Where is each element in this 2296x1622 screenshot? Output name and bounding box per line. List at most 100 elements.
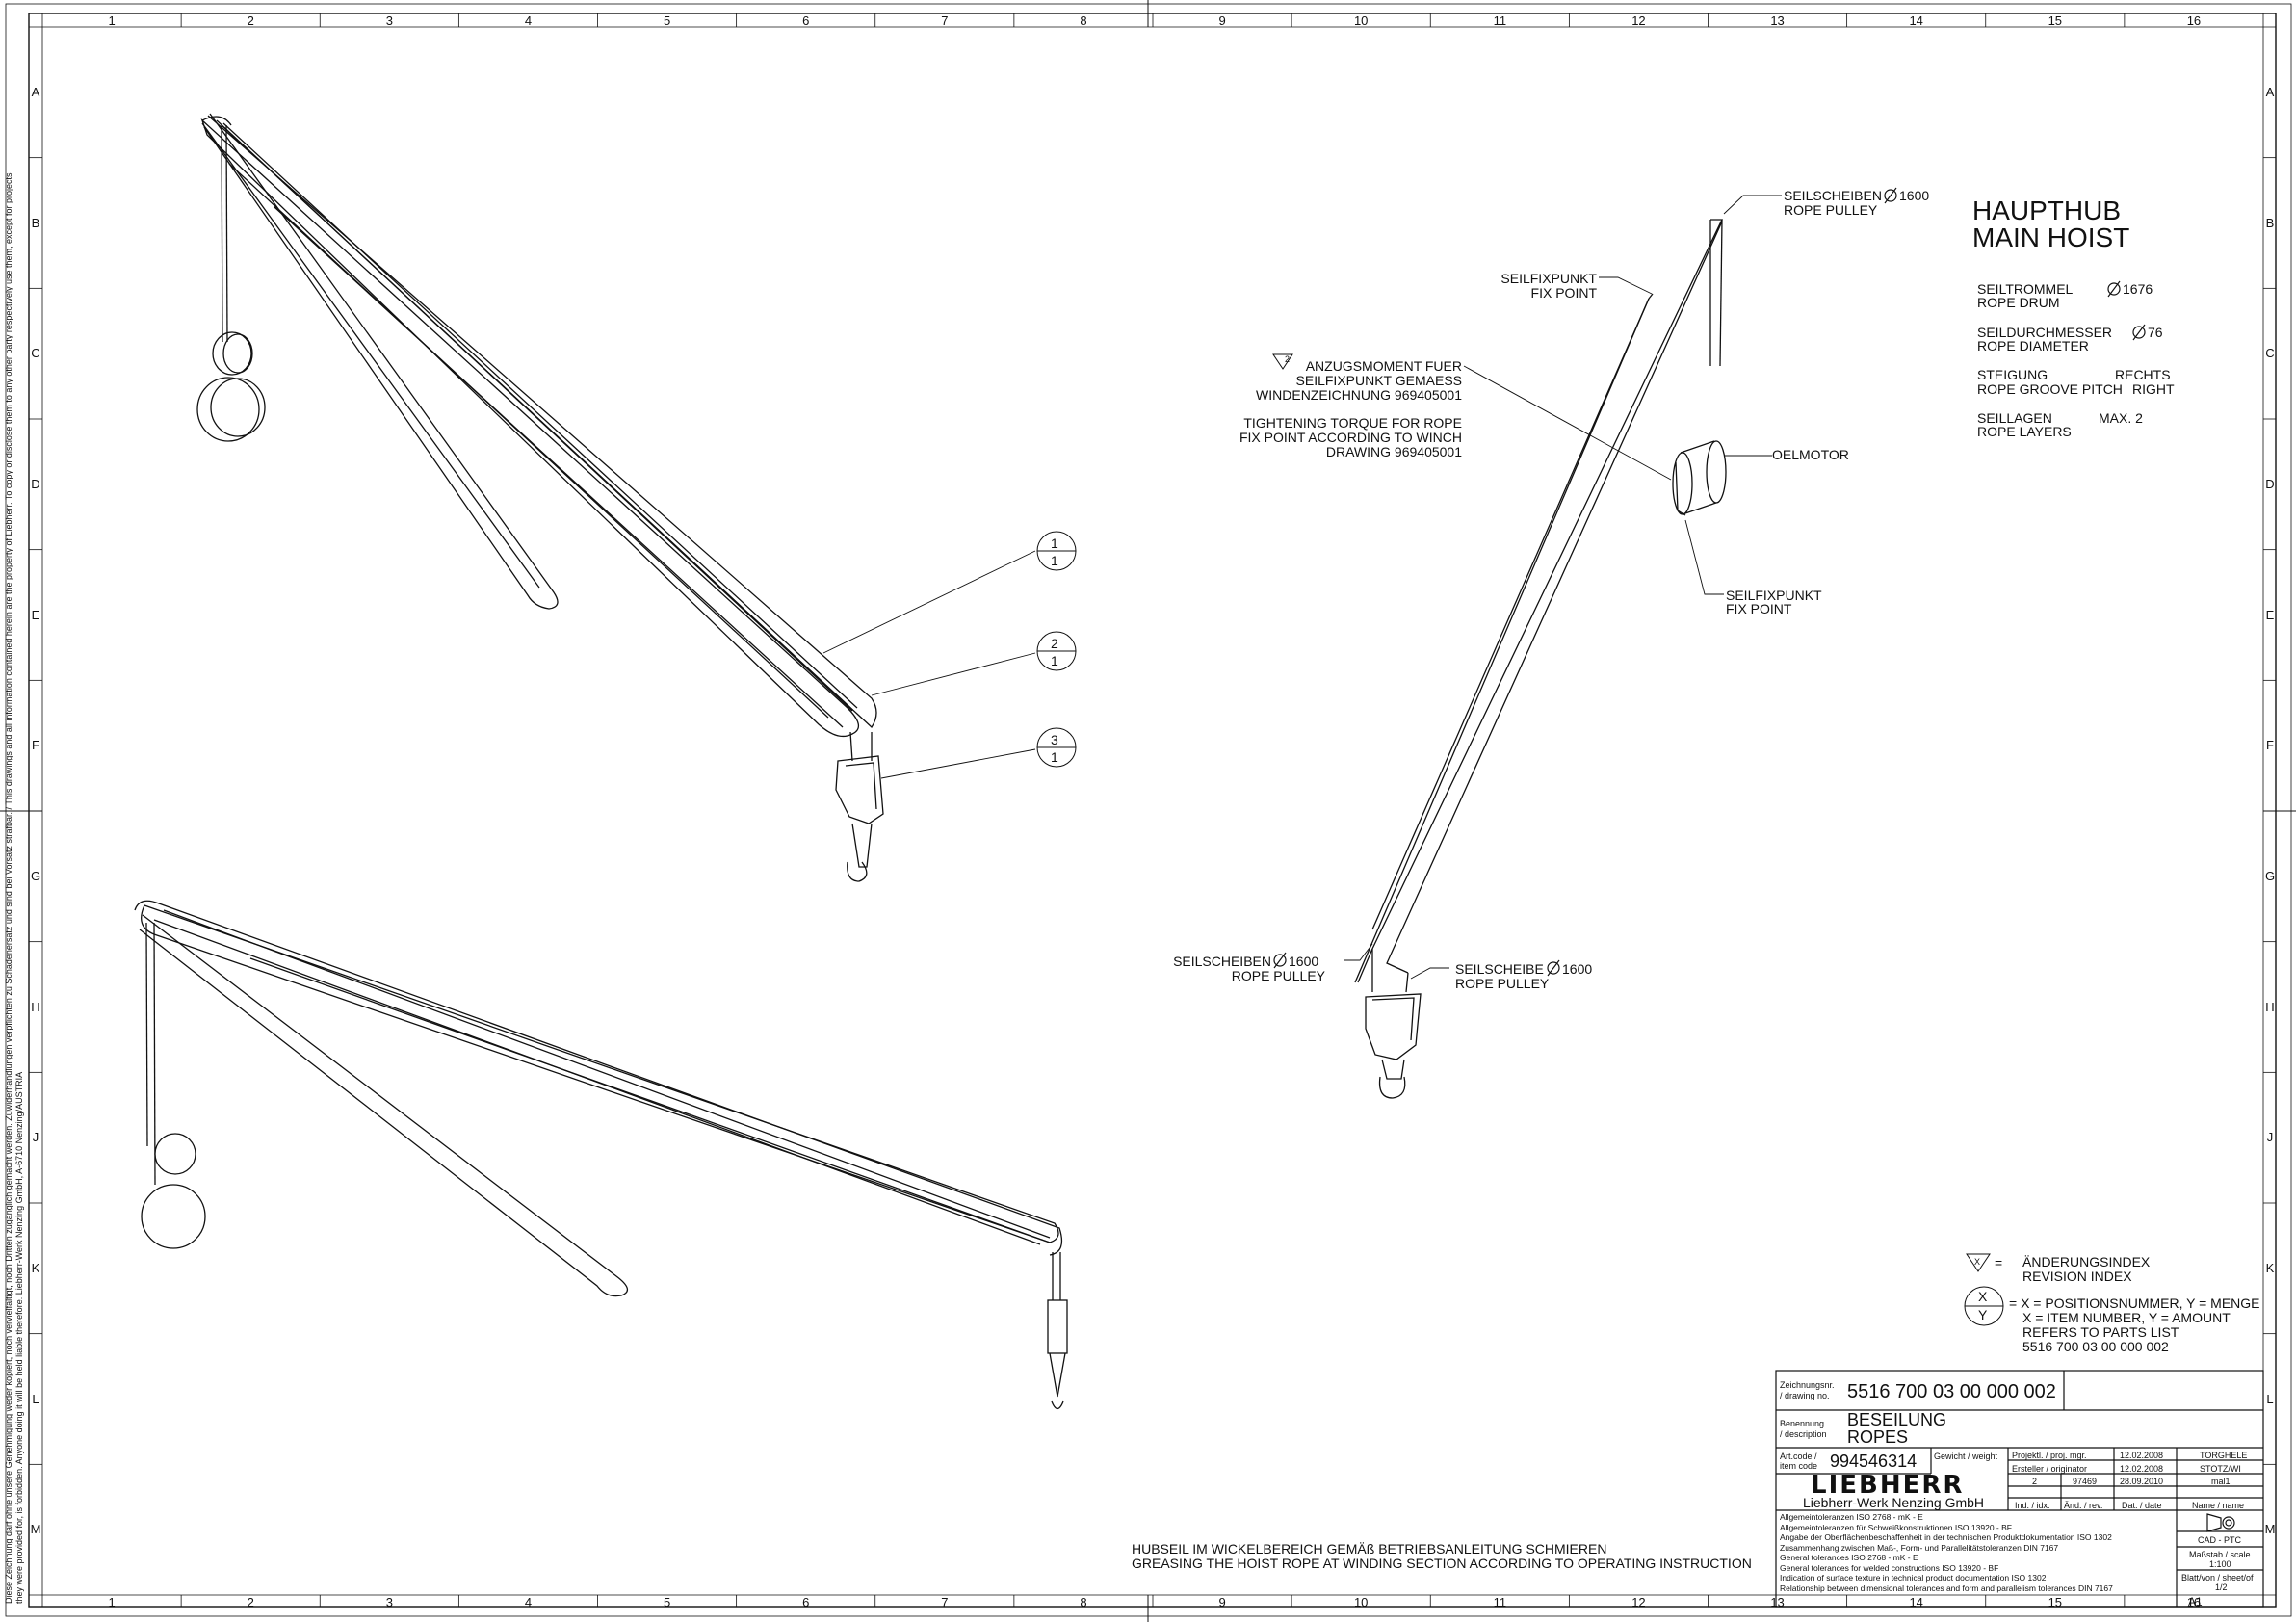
column-label-top: 2	[247, 13, 254, 28]
column-label-top: 10	[1353, 13, 1369, 28]
row-label-left: K	[31, 1260, 40, 1275]
drawing-no-label-1: Zeichnungsnr.	[1780, 1380, 1835, 1390]
fixpoint-bottom-de: SEILFIXPUNKT	[1726, 588, 1822, 603]
row-revision-index: 2	[2032, 1477, 2038, 1486]
row-label-right: B	[2265, 215, 2275, 230]
column-label-bottom: 10	[1353, 1595, 1369, 1609]
column-label-top: 5	[663, 13, 671, 28]
projection-icon	[2206, 1513, 2235, 1532]
row-label-left: J	[32, 1130, 39, 1145]
header-revision: Änd. / rev.	[2064, 1501, 2103, 1510]
tolerance-line: Zusammenhang zwischen Maß-, Form- und Pa…	[1780, 1542, 2059, 1553]
leader-lines	[822, 195, 1782, 980]
cad-system: CAD - PTC	[2198, 1535, 2241, 1545]
spec-pitch-value-en: RIGHT	[2132, 381, 2175, 397]
column-label-top: 6	[802, 13, 810, 28]
pulley-right-en: ROPE PULLEY	[1455, 976, 1550, 991]
company-name: Liebherr-Werk Nenzing GmbH	[1803, 1495, 1985, 1510]
column-label-bottom: 16	[2186, 1595, 2202, 1609]
row-proj-mgr-label: Projektl. / proj. mgr.	[2012, 1451, 2087, 1460]
column-label-top: 7	[941, 13, 949, 28]
balloon-2-item: 2	[1051, 636, 1058, 651]
torque-en-1: TIGHTENING TORQUE FOR ROPE	[1243, 415, 1462, 431]
row-label-left: B	[31, 215, 40, 230]
fixpoint-top-en: FIX POINT	[1530, 285, 1597, 301]
spec-diameter-de: SEILDURCHMESSER	[1977, 325, 2113, 340]
row-label-right: J	[2266, 1130, 2274, 1145]
fixpoint-bottom-en: FIX POINT	[1726, 601, 1792, 616]
column-label-bottom: 13	[1770, 1595, 1785, 1609]
greasing-note-en: GREASING THE HOIST ROPE AT WINDING SECTI…	[1132, 1556, 1752, 1571]
row-label-right: F	[2266, 738, 2274, 753]
weight-label: Gewicht / weight	[1934, 1452, 1998, 1461]
balloon-2-amount: 1	[1051, 653, 1058, 668]
balloon-1-amount: 1	[1051, 553, 1058, 568]
header-index: Ind. / idx.	[2015, 1501, 2050, 1510]
row-label-right: G	[2264, 868, 2276, 883]
legend-position-line-1: = X = POSITIONSNUMMER, Y = MENGE	[2009, 1295, 2260, 1311]
description-label-2: / description	[1780, 1429, 1827, 1439]
pulley-top-dia: 1600	[1899, 188, 1930, 203]
row-label-right: E	[2265, 607, 2275, 622]
column-label-bottom: 2	[247, 1595, 254, 1609]
row-label-left: H	[31, 999, 40, 1014]
pulleys-left-en: ROPE PULLEY	[1231, 968, 1325, 983]
title-en: MAIN HOIST	[1972, 222, 2130, 252]
spec-diameter-value: 76	[2148, 325, 2163, 340]
column-label-top: 4	[524, 13, 533, 28]
tolerance-line: Indication of surface texture in technic…	[1780, 1573, 2047, 1583]
column-label-top: 9	[1218, 13, 1226, 28]
boom-view-bottom-left	[134, 900, 1068, 1410]
balloons	[1036, 531, 2004, 1326]
drawing-no-label-2: / drawing no.	[1780, 1391, 1830, 1400]
row-label-left: L	[32, 1391, 39, 1406]
spec-layers-de: SEILLAGEN	[1977, 410, 2052, 426]
legend-revision-de: ÄNDERUNGSINDEX	[2022, 1254, 2151, 1269]
title-de: HAUPTHUB	[1972, 196, 2122, 225]
legend-revision-symbol: X	[1974, 1257, 1981, 1267]
balloon-3-amount: 1	[1051, 749, 1058, 765]
scale-label: Maßstab / scale	[2189, 1550, 2251, 1559]
balloon-1-item: 1	[1051, 536, 1058, 551]
row-originator-name: STOTZ/WI	[2200, 1464, 2241, 1474]
column-label-top: 8	[1080, 13, 1087, 28]
diameter-symbols	[1273, 187, 2146, 977]
column-label-bottom: 14	[1909, 1595, 1923, 1609]
spec-pitch-de: STEIGUNG	[1977, 367, 2048, 382]
tolerance-line: Angabe der Oberflächenbeschaffenheit in …	[1780, 1532, 2112, 1542]
pulleys-left-de: SEILSCHEIBEN	[1173, 954, 1271, 969]
row-label-left: A	[31, 84, 40, 99]
column-label-bottom: 3	[385, 1595, 393, 1609]
balloon-3-item: 3	[1051, 732, 1058, 747]
torque-de-1: ANZUGSMOMENT FUER	[1305, 358, 1462, 374]
legend-position-line-3: REFERS TO PARTS LIST	[2022, 1324, 2179, 1340]
pulleys-left-dia: 1600	[1289, 954, 1319, 969]
spec-pitch-en: ROPE GROOVE PITCH	[1977, 381, 2123, 397]
row-revision-number: 97469	[2073, 1477, 2098, 1486]
column-label-top: 15	[2048, 13, 2063, 28]
pulley-top-en: ROPE PULLEY	[1784, 202, 1878, 218]
boom-view-top-left	[196, 113, 884, 882]
row-label-left: D	[31, 476, 40, 491]
legend-equals: =	[1995, 1255, 2003, 1270]
column-label-top: 12	[1631, 13, 1646, 28]
description-label-1: Benennung	[1780, 1419, 1825, 1428]
column-label-top: 11	[1493, 13, 1507, 28]
row-label-left: M	[30, 1522, 41, 1537]
item-code: 994546314	[1830, 1452, 1918, 1471]
fixpoint-top-de: SEILFIXPUNKT	[1500, 271, 1597, 286]
row-originator-label: Ersteller / originator	[2012, 1464, 2088, 1474]
header-date: Dat. / date	[2122, 1501, 2162, 1510]
spec-layers-value: MAX. 2	[2099, 410, 2143, 426]
column-label-bottom: 12	[1631, 1595, 1646, 1609]
row-proj-mgr-date: 12.02.2008	[2120, 1451, 2164, 1460]
row-label-right: K	[2265, 1260, 2275, 1275]
pulley-top-de: SEILSCHEIBEN	[1784, 188, 1882, 203]
spec-drum-value: 1676	[2123, 281, 2153, 297]
sheet-value: 1/2	[2215, 1583, 2228, 1592]
sheet-label: Blatt/von / sheet/of	[2181, 1573, 2254, 1583]
row-revision-date: 28.09.2010	[2120, 1477, 2164, 1486]
